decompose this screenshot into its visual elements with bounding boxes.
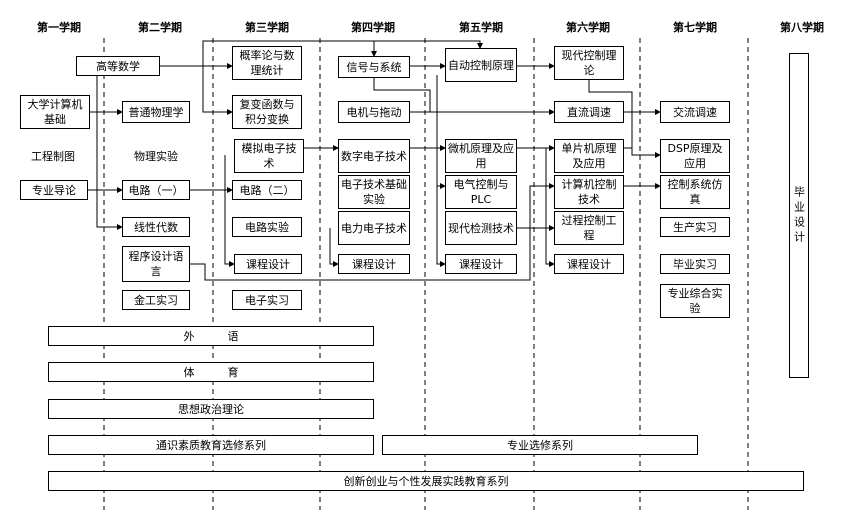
series-general-education: 通识素质教育选修系列 [48,435,374,455]
course-dc-speed: 直流调速 [554,101,624,123]
course-control-simulation: 控制系统仿真 [660,175,730,209]
semester-header-2: 第二学期 [138,21,182,34]
course-analog-electronics: 模拟电子技术 [234,139,304,173]
course-automatic-control: 自动控制原理 [445,48,517,82]
course-graduation-design: 毕业设计 [789,53,809,378]
course-metalworking-practice: 金工实习 [122,290,190,310]
series-innovation-practice: 创新创业与个性发展实践教育系列 [48,471,804,491]
course-circuits-2: 电路（二） [232,180,302,200]
semester-header-4: 第四学期 [351,21,395,34]
semester-header-5: 第五学期 [459,21,503,34]
course-design-s6: 课程设计 [554,254,624,274]
series-physical-education-label: 体 育 [183,366,239,379]
course-complex-functions: 复变函数与积分变换 [232,95,302,129]
series-physical-education: 体 育 [48,362,374,382]
course-design-s3: 课程设计 [234,254,302,274]
course-general-physics: 普通物理学 [122,101,190,123]
series-ideology-politics-label: 思想政治理论 [178,403,244,416]
course-modern-control: 现代控制理论 [554,46,624,80]
course-motors-drives: 电机与拖动 [338,101,410,123]
series-major-electives-label: 专业选修系列 [507,439,573,452]
course-modern-detection: 现代检测技术 [445,211,517,245]
course-comprehensive-experiment: 专业综合实验 [660,284,730,318]
course-microcomputer: 微机原理及应用 [445,139,517,173]
course-graduation-practice: 毕业实习 [660,254,730,274]
course-physics-lab: 物理实验 [134,149,178,163]
course-design-s4: 课程设计 [338,254,410,274]
course-dsp: DSP原理及应用 [660,139,730,173]
course-mcu: 单片机原理及应用 [554,139,624,173]
graduation-design-label: 毕业设计 [792,185,806,246]
course-probability-statistics: 概率论与数理统计 [232,46,302,80]
course-circuit-lab: 电路实验 [232,217,302,237]
course-circuits-1: 电路（一） [122,180,190,200]
series-foreign-language-label: 外 语 [183,330,239,343]
course-design-s5: 课程设计 [445,254,517,274]
course-process-control: 过程控制工程 [554,211,624,245]
course-electronics-practice: 电子实习 [232,290,302,310]
series-major-electives: 专业选修系列 [382,435,698,455]
course-engineering-drawing: 工程制图 [31,149,75,163]
series-ideology-politics: 思想政治理论 [48,399,374,419]
course-major-intro: 专业导论 [20,180,88,200]
series-general-education-label: 通识素质教育选修系列 [156,439,266,452]
course-production-practice: 生产实习 [660,217,730,237]
course-ac-speed: 交流调速 [660,101,730,123]
series-foreign-language: 外 语 [48,326,374,346]
course-advanced-math: 高等数学 [76,56,160,76]
semester-header-7: 第七学期 [673,21,717,34]
semester-header-6: 第六学期 [566,21,610,34]
course-signals-systems: 信号与系统 [338,56,410,78]
course-linear-algebra: 线性代数 [122,217,190,237]
semester-header-8: 第八学期 [780,21,824,34]
course-electrical-plc: 电气控制与PLC [445,175,517,209]
semester-dividers [103,38,749,510]
course-power-electronics: 电力电子技术 [338,211,410,245]
semester-header-1: 第一学期 [37,21,81,34]
course-electronics-basic-lab: 电子技术基础实验 [338,175,410,209]
course-programming-language: 程序设计语言 [122,246,190,282]
course-digital-electronics: 数字电子技术 [338,139,410,173]
series-innovation-practice-label: 创新创业与个性发展实践教育系列 [343,475,509,488]
course-intro-computer: 大学计算机基础 [20,95,90,129]
course-computer-control: 计算机控制技术 [554,175,624,209]
semester-header-3: 第三学期 [245,21,289,34]
